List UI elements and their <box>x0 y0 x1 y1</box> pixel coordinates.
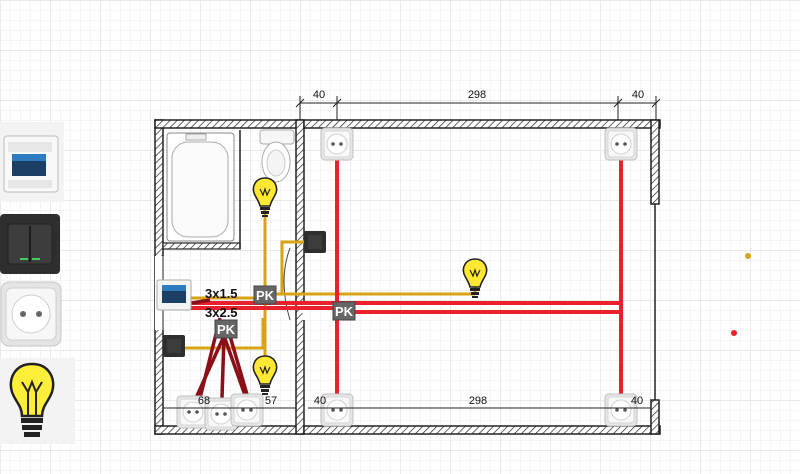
bathtub <box>166 132 235 242</box>
lightbulb-icon <box>0 358 75 444</box>
socket-icon <box>0 281 62 347</box>
toilet <box>259 129 295 183</box>
switch-icon <box>0 214 60 274</box>
dimension-bottom-left-b: 57 <box>265 395 277 407</box>
lamp-bathroom[interactable] <box>252 177 278 218</box>
palette-lamp[interactable] <box>0 358 75 444</box>
switch-corridor[interactable] <box>163 335 185 357</box>
dimension-bottom-middle: 298 <box>469 395 487 407</box>
junction-box-room[interactable]: PK <box>332 301 356 321</box>
dimension-bottom-right: 40 <box>631 395 643 407</box>
dimension-top-right: 40 <box>632 89 644 101</box>
dimension-top-middle: 298 <box>468 89 486 101</box>
dimension-top <box>295 96 661 120</box>
lamp-corridor[interactable] <box>252 355 278 396</box>
distribution-board[interactable] <box>156 279 192 311</box>
junction-label: PK <box>217 322 236 337</box>
cable-label-power: 3x2.5 <box>205 305 238 320</box>
light-wire-dot[interactable] <box>745 253 751 259</box>
palette-switch[interactable] <box>0 214 64 276</box>
socket-room-top-left[interactable] <box>320 127 354 161</box>
junction-box-corridor-top[interactable]: PK <box>253 285 277 305</box>
junction-label: PK <box>256 288 275 303</box>
power-wire-dot[interactable] <box>731 330 737 336</box>
palette-distribution-board[interactable] <box>0 122 64 202</box>
junction-label: PK <box>335 304 354 319</box>
junction-box-corridor-bottom[interactable]: PK <box>214 319 238 339</box>
dimension-top-left: 40 <box>313 89 325 101</box>
switch-bathroom[interactable] <box>304 231 326 253</box>
lamp-room[interactable] <box>462 258 488 299</box>
dimension-bottom-left-a: 68 <box>198 395 210 407</box>
palette-socket[interactable] <box>0 280 64 350</box>
socket-corridor-3[interactable] <box>230 393 264 427</box>
socket-wiring <box>191 298 250 399</box>
cable-label-light: 3x1.5 <box>205 286 238 301</box>
socket-room-top-right[interactable] <box>604 127 638 161</box>
dimension-bottom <box>162 402 652 414</box>
distribution-board-icon <box>0 122 64 202</box>
dimension-bottom-room-left: 40 <box>314 395 326 407</box>
